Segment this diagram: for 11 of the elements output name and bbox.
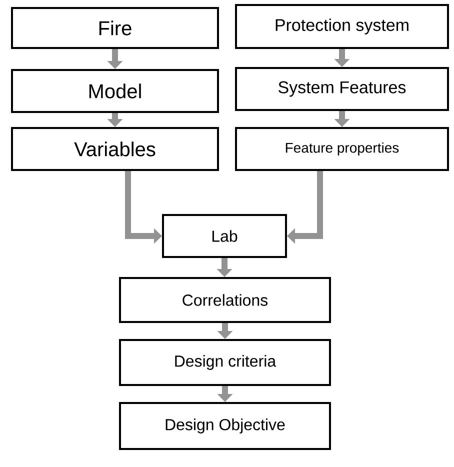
- process-box: Variables: [11, 127, 219, 171]
- process-box: Feature properties: [235, 127, 449, 171]
- process-box: Fire: [11, 7, 219, 49]
- process-box: System Features: [235, 67, 449, 111]
- process-box: Design criteria: [119, 339, 331, 386]
- arrow: [287, 171, 323, 244]
- process-box: Design Objective: [119, 402, 331, 450]
- process-box: Protection system: [235, 4, 449, 49]
- process-box: Correlations: [119, 277, 331, 323]
- process-box: Lab: [162, 214, 287, 258]
- process-box: Model: [11, 69, 219, 113]
